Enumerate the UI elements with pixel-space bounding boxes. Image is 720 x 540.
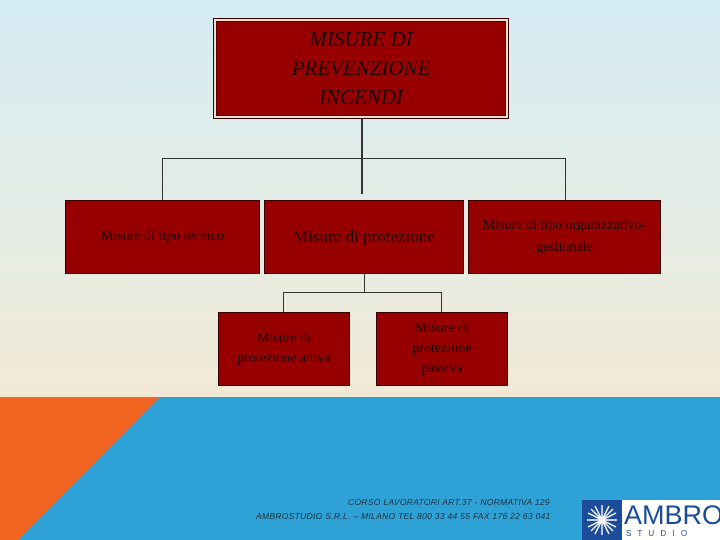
node-misure-protezione-label: Misure di protezione — [293, 227, 435, 246]
star-burst-icon — [582, 500, 622, 540]
node-misure-organizzativo: Misure di tipo organizzativo-gestionale — [468, 200, 661, 274]
logo-wordmark: AMBRO — [624, 500, 720, 530]
root-node: MISURE DI PREVENZIONE INCENDI — [213, 18, 509, 119]
connector-level1-bar — [162, 158, 566, 159]
logo-subtext: S T U D I O — [626, 529, 690, 538]
node-protezione-attiva-label: Misure di protezione attiva — [237, 331, 331, 366]
connector-root-trunk — [361, 118, 363, 194]
node-misure-protezione: Misure di protezione — [264, 200, 464, 274]
connector-to-organizzativo — [565, 158, 566, 200]
node-misure-organizzativo-label: Misure di tipo organizzativo-gestionale — [482, 218, 647, 255]
connector-to-attiva — [283, 292, 284, 312]
node-misure-tipo-tecnico: Misure di tipo tecnico — [65, 200, 260, 274]
ambro-studio-logo: AMBRO S T U D I O — [582, 500, 720, 540]
connector-to-tecnico — [162, 158, 163, 200]
node-protezione-attiva: Misure di protezione attiva — [218, 312, 350, 386]
connector-level2-bar — [283, 292, 441, 293]
node-protezione-passiva: Misure di protezione passiva — [376, 312, 508, 386]
blue-band-shape — [0, 397, 720, 540]
connector-to-passiva — [441, 292, 442, 312]
node-protezione-passiva-label: Misure di protezione passiva — [412, 321, 472, 376]
connector-protezione-trunk — [364, 274, 365, 292]
footer-company-line: AMBROSTUDIO S.R.L. – MILANO TEL 800 33 4… — [256, 511, 551, 521]
node-misure-tipo-tecnico-label: Misure di tipo tecnico — [100, 229, 225, 244]
root-node-label: MISURE DI PREVENZIONE INCENDI — [291, 27, 431, 109]
orange-triangle-shape — [0, 397, 160, 540]
footer-course-line: CORSO LAVORATORI ART.37 - NORMATIVA 129 — [348, 497, 550, 507]
